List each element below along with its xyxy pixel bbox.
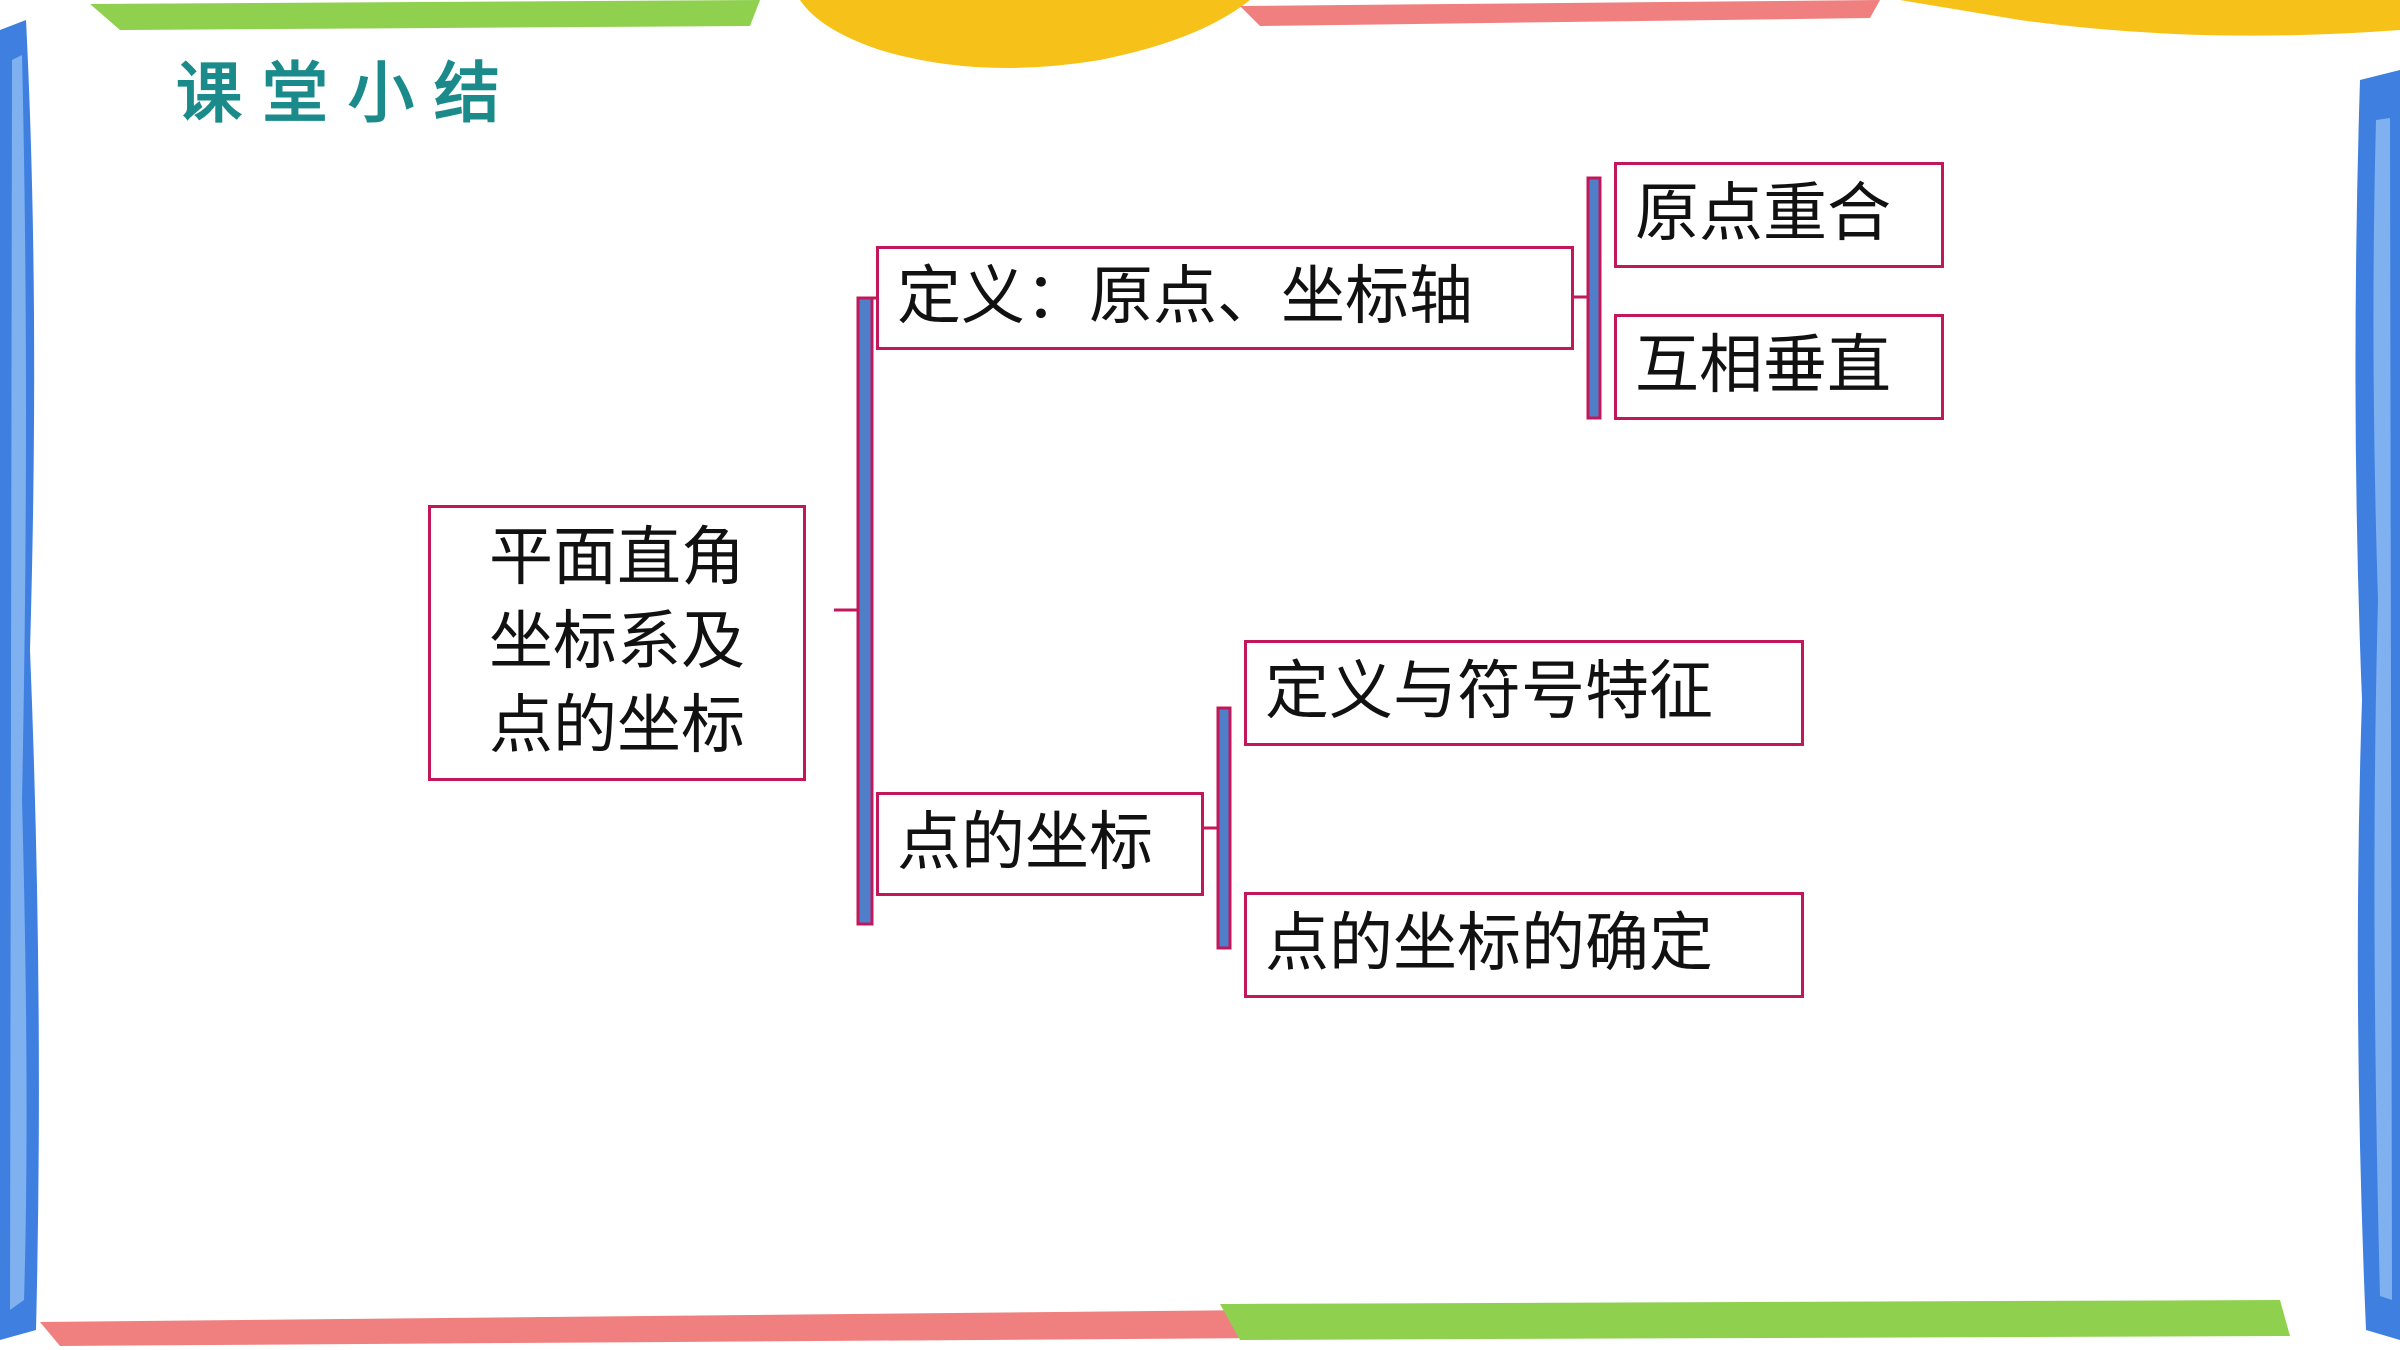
- bracket-branch-1: [1586, 176, 1602, 420]
- root-node: 平面直角 坐标系及 点的坐标: [428, 505, 806, 781]
- leaf-origin-coincide: 原点重合: [1614, 162, 1944, 268]
- branch-point-coordinates-node: 点的坐标: [876, 792, 1204, 896]
- bottom-red-stroke: [40, 1310, 1280, 1346]
- leaf-determine-point-coordinates: 点的坐标的确定: [1244, 892, 1804, 998]
- bottom-green-stroke: [1220, 1300, 2290, 1340]
- top-green-stroke: [90, 0, 760, 30]
- top-yellow-splash: [800, 0, 1250, 68]
- root-line-1: 平面直角: [489, 521, 745, 595]
- leaf-definition-sign-features: 定义与符号特征: [1244, 640, 1804, 746]
- root-line-2: 坐标系及: [489, 605, 745, 679]
- slide-title: 课堂小结: [176, 54, 520, 132]
- right-blue-highlight: [2373, 118, 2392, 1300]
- left-blue-highlight: [10, 55, 27, 1310]
- bracket-main: [856, 296, 876, 926]
- top-red-stroke: [1240, 0, 1880, 26]
- top-right-yellow: [1900, 0, 2400, 36]
- branch-definition-node: 定义：原点、坐标轴: [876, 246, 1574, 350]
- bracket-branch-2: [1216, 706, 1232, 950]
- leaf-mutually-perpendicular: 互相垂直: [1614, 314, 1944, 420]
- root-line-3: 点的坐标: [489, 689, 745, 763]
